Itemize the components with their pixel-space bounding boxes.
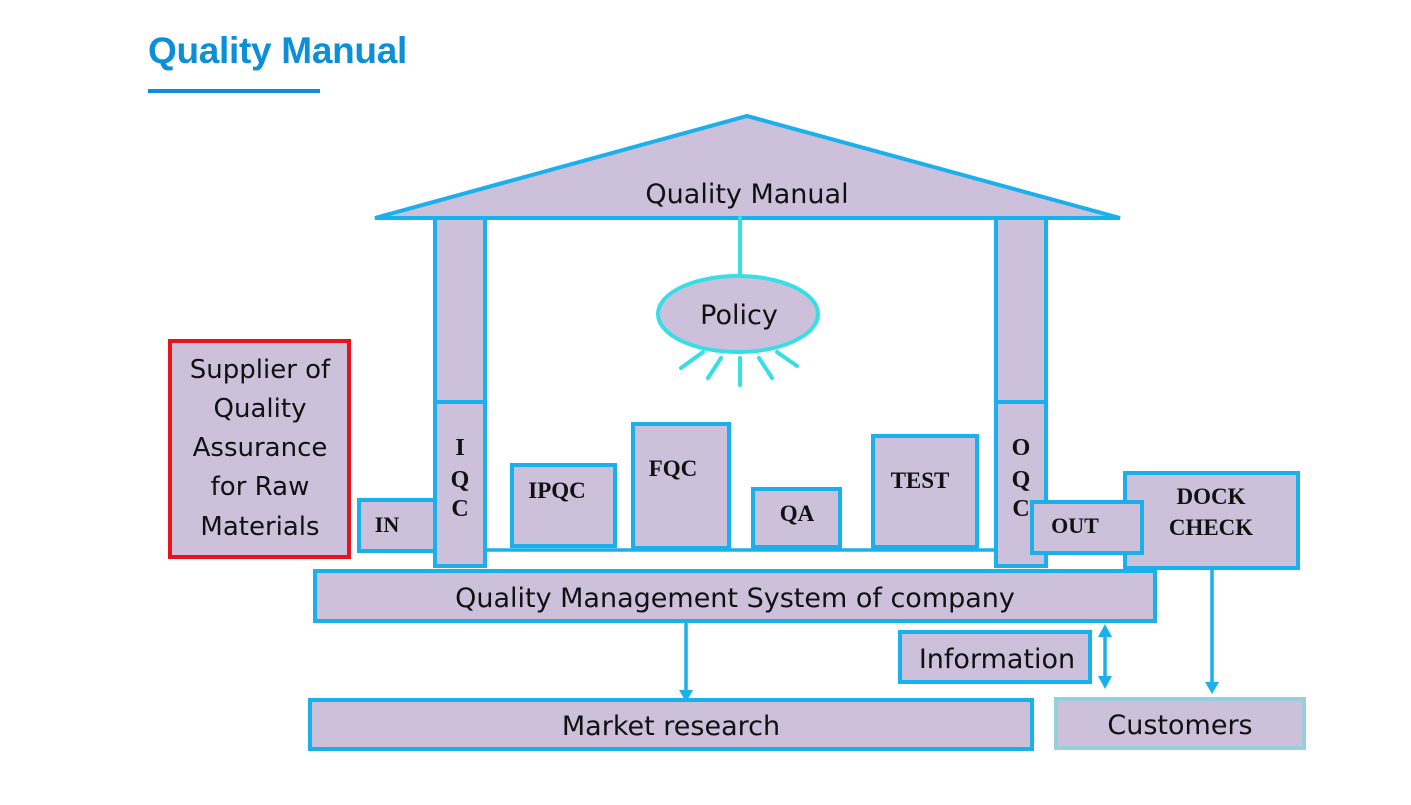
- information-box: [898, 630, 1092, 684]
- market-research-box: [308, 698, 1034, 751]
- roof-label: Quality Manual: [645, 179, 848, 210]
- customers-label: Customers: [1107, 710, 1252, 741]
- test-label: TEST: [891, 468, 950, 493]
- in-label: IN: [375, 512, 400, 537]
- roof: [374, 113, 1121, 220]
- test-box: [871, 434, 979, 549]
- oqc-letter: Q: [1012, 467, 1031, 493]
- out-box: [1030, 500, 1144, 555]
- fqc-box: [631, 422, 731, 550]
- information-label: Information: [919, 644, 1075, 675]
- supplier-line: Supplier of: [190, 355, 331, 385]
- light-ray: [775, 350, 799, 368]
- dock-check-line: DOCK: [1177, 484, 1246, 509]
- oqc-letter: O: [1012, 435, 1031, 461]
- dock-check-line: CHECK: [1169, 515, 1253, 540]
- light-ray: [757, 356, 774, 380]
- supplier-box: [168, 339, 351, 559]
- oqc-letter: C: [1012, 496, 1029, 522]
- ipqc-label: IPQC: [528, 478, 586, 503]
- qms-box: [313, 569, 1157, 623]
- supplier-line: Assurance: [193, 433, 328, 463]
- in-box: [357, 498, 437, 553]
- supplier-line: Materials: [200, 512, 319, 542]
- customers-box: [1054, 697, 1306, 750]
- policy-label: Policy: [700, 300, 778, 331]
- information-up-arrowhead: [1098, 624, 1112, 637]
- light-ray: [679, 350, 705, 370]
- iqc-letter: Q: [451, 467, 470, 493]
- dock-to-customers-arrowhead: [1205, 682, 1219, 694]
- supplier-line: Quality: [214, 394, 307, 424]
- qa-label: QA: [780, 501, 815, 526]
- iqc-letter: C: [451, 496, 468, 522]
- ipqc-box: [510, 463, 617, 548]
- information-down-arrowhead: [1098, 676, 1112, 689]
- light-ray: [706, 356, 723, 380]
- page-title: Quality Manual: [148, 30, 407, 71]
- fqc-label: FQC: [649, 456, 698, 481]
- out-label: OUT: [1051, 513, 1099, 538]
- policy-ellipse: [656, 274, 820, 354]
- iqc-letter: I: [455, 435, 464, 461]
- supplier-line: for Raw: [211, 472, 310, 502]
- title-underline: [148, 89, 320, 93]
- qms-to-market-arrowhead: [679, 690, 693, 702]
- dock-check-box: [1123, 471, 1300, 570]
- market-research-label: Market research: [562, 711, 780, 742]
- iqc-box: [433, 400, 487, 568]
- qa-box: [751, 487, 842, 549]
- qms-label: Quality Management System of company: [455, 583, 1015, 614]
